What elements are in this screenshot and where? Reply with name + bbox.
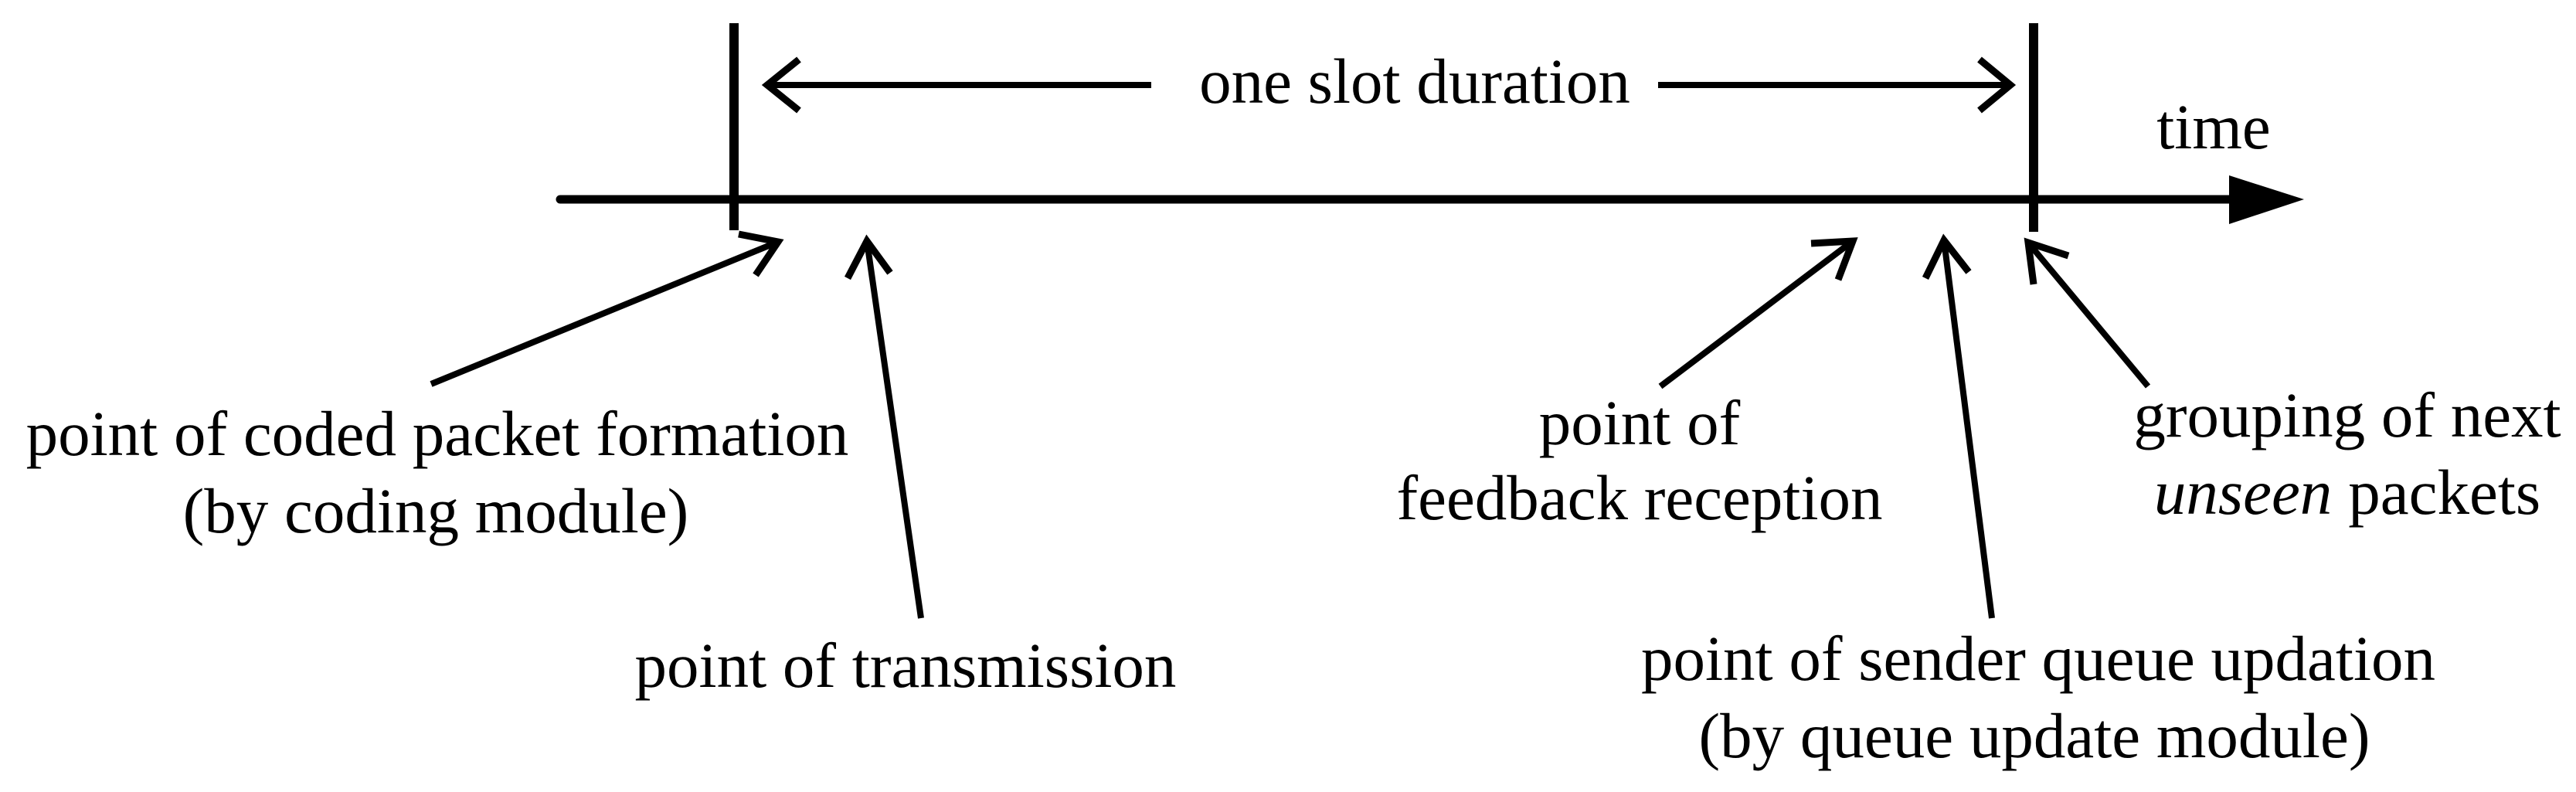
grouping-label-packets: packets <box>2348 457 2540 528</box>
slot-duration-annotation: one slot duration <box>761 46 2017 117</box>
sender-queue-arrowhead-icon <box>1922 233 1972 280</box>
sender-queue-annotation: point of sender queue updation (by queue… <box>1641 233 2435 771</box>
coded-packet-arrow-shaft <box>430 239 780 387</box>
coded-packet-label-line1: point of coded packet formation <box>26 398 849 469</box>
sender-queue-label-line1: point of sender queue updation <box>1641 623 2435 694</box>
slot-duration-left-arrowhead-icon <box>761 56 801 114</box>
grouping-arrow-shaft <box>2025 240 2151 389</box>
feedback-label-line2: feedback reception <box>1396 462 1882 533</box>
sender-queue-arrow-shaft <box>1941 240 1995 619</box>
slot-duration-label: one slot duration <box>1199 46 1630 117</box>
grouping-label-unseen: unseen <box>2154 457 2332 528</box>
feedback-arrowhead-icon <box>1810 237 1858 281</box>
feedback-arrow-shaft <box>1658 238 1855 389</box>
transmission-label: point of transmission <box>635 630 1177 701</box>
transmission-arrowhead-icon <box>845 234 893 280</box>
time-axis: time <box>556 23 2304 232</box>
coded-packet-annotation: point of coded packet formation (by codi… <box>26 230 849 546</box>
coded-packet-arrowhead-icon <box>738 230 784 277</box>
time-axis-label: time <box>2156 91 2271 162</box>
time-axis-arrowhead-icon <box>2229 175 2304 224</box>
transmission-arrow-shaft <box>864 240 924 619</box>
transmission-annotation: point of transmission <box>635 234 1177 701</box>
sender-queue-label-line2: (by queue update module) <box>1699 700 2370 771</box>
slot-duration-right-arrowhead-icon <box>1977 56 2017 114</box>
feedback-annotation: point of feedback reception <box>1396 237 1883 533</box>
coded-packet-label-line2: (by coding module) <box>183 475 689 546</box>
grouping-label-line1: grouping of next <box>2133 379 2561 450</box>
grouping-arrowhead-icon <box>2024 237 2070 285</box>
feedback-label-line1: point of <box>1539 387 1741 458</box>
